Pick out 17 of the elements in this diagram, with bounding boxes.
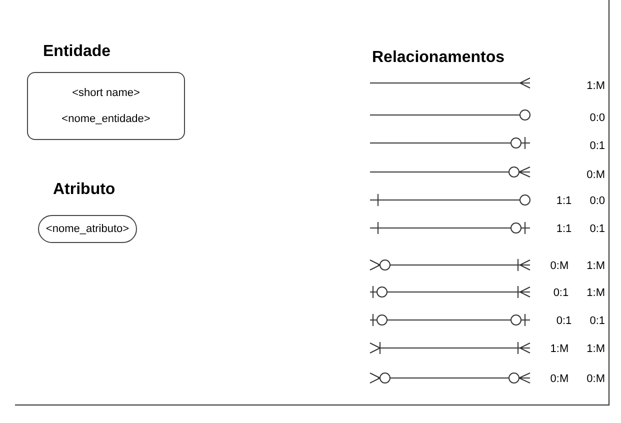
cardinality-label: 0:M 1:M bbox=[550, 260, 605, 272]
placeholder-text: <short name> bbox=[72, 87, 140, 99]
placeholder-text: <nome_atributo> bbox=[46, 223, 130, 235]
placeholder-text: <nome_entidade> bbox=[62, 113, 150, 125]
cardinality-label: 0:1 bbox=[590, 140, 605, 152]
cardinality-label: 1:1 0:0 bbox=[556, 195, 605, 207]
cardinality-label: 1:M bbox=[586, 80, 605, 92]
cardinality-label: 1:M 1:M bbox=[550, 343, 605, 355]
heading: Relacionamentos bbox=[372, 49, 504, 67]
cardinality-label: 0:0 bbox=[590, 112, 605, 124]
cardinality-label: 1:1 0:1 bbox=[556, 223, 605, 235]
cardinality-label: 0:M bbox=[586, 169, 605, 181]
cardinality-label: 0:1 1:M bbox=[553, 287, 605, 299]
cardinality-label: 0:M 0:M bbox=[550, 373, 605, 385]
cardinality-label: 0:1 0:1 bbox=[556, 315, 605, 327]
heading: Atributo bbox=[53, 181, 116, 199]
heading: Entidade bbox=[43, 43, 111, 61]
